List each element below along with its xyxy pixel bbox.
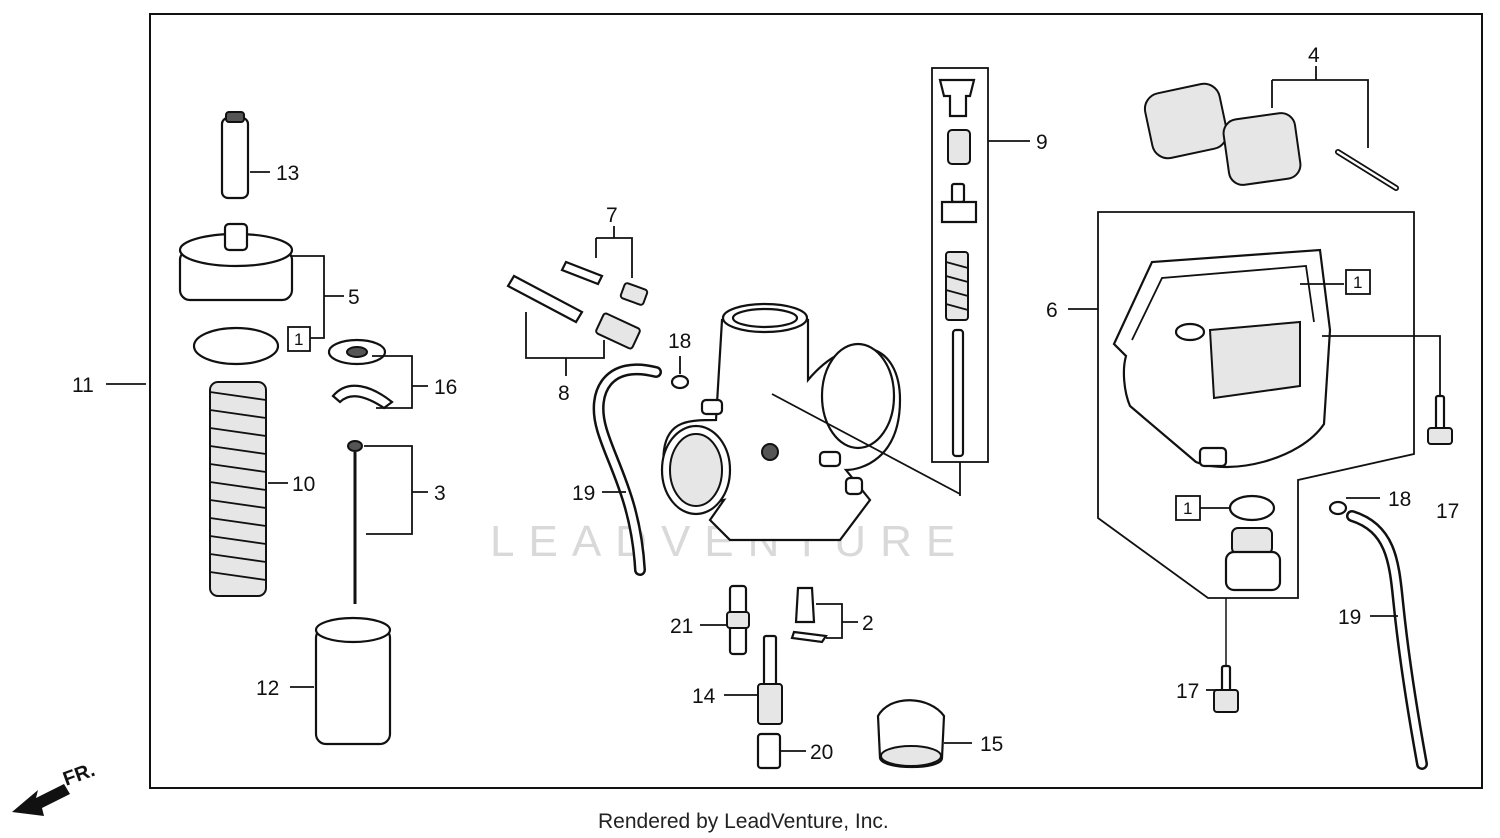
part-18-clip-center[interactable] [670,374,690,390]
callout-3: 3 [434,482,446,505]
callout-21: 21 [670,615,693,638]
part-21-main-jet-holder[interactable] [726,584,750,656]
callout-7: 7 [606,204,618,227]
part-18-clip-right[interactable] [1328,500,1348,516]
callout-2: 2 [862,612,874,635]
part-3-jet-needle[interactable] [347,440,363,604]
callout-8: 8 [558,382,570,405]
callout-18-center: 18 [668,330,691,353]
callout-14: 14 [692,685,716,708]
part-cap-ring[interactable] [192,326,280,366]
part-16-clip[interactable] [327,338,394,410]
callout-19-center: 19 [572,482,595,505]
callout-13: 13 [276,162,299,185]
front-direction-arrow-icon [12,784,70,816]
callout-16: 16 [434,376,457,399]
part-10-spring[interactable] [209,381,267,597]
part-17-screw-upper[interactable] [1427,394,1453,445]
part-20-main-jet[interactable] [756,732,782,770]
part-4-floats[interactable] [1142,81,1399,191]
part-12-throttle-valve[interactable] [314,616,392,746]
part-13-slide-top[interactable] [220,111,250,200]
callout-20: 20 [810,741,833,764]
boxed-callout-1-cap: 1 [294,330,303,349]
callout-5: 5 [348,286,360,309]
part-15-float-chamber-cap[interactable] [876,699,946,769]
callout-10: 10 [292,473,315,496]
callout-18-right: 18 [1388,488,1411,511]
part-drain-plug[interactable] [1224,527,1282,592]
part-14-slow-jet[interactable] [757,634,783,725]
part-5-cap[interactable] [178,222,294,302]
part-8-stop-screw[interactable] [506,274,641,350]
callout-15: 15 [980,733,1003,756]
carburetor-body[interactable] [660,302,902,542]
boxed-callout-1-gasket: 1 [1353,273,1362,292]
callout-9: 9 [1036,131,1048,154]
part-6-float-chamber[interactable] [1112,248,1332,469]
callout-12: 12 [256,677,279,700]
front-direction-label: FR. [60,759,98,791]
boxed-callout-1-oring: 1 [1183,499,1192,518]
footer-credit: Rendered by LeadVenture, Inc. [598,810,889,833]
callout-19-right: 19 [1338,606,1361,629]
diagram-frame [149,13,1483,789]
part-9-needle-assembly[interactable] [938,78,978,458]
part-2-float-valve[interactable] [790,586,828,644]
callout-17-lower: 17 [1176,680,1199,703]
part-7-air-screw[interactable] [560,260,649,306]
part-oring[interactable] [1228,494,1276,522]
callout-4: 4 [1308,44,1320,67]
callout-11: 11 [72,374,94,397]
part-17-screw-lower[interactable] [1213,598,1239,713]
part-6-group-outline [1097,211,1415,599]
callout-6: 6 [1046,299,1058,322]
callout-17-upper: 17 [1436,500,1459,523]
